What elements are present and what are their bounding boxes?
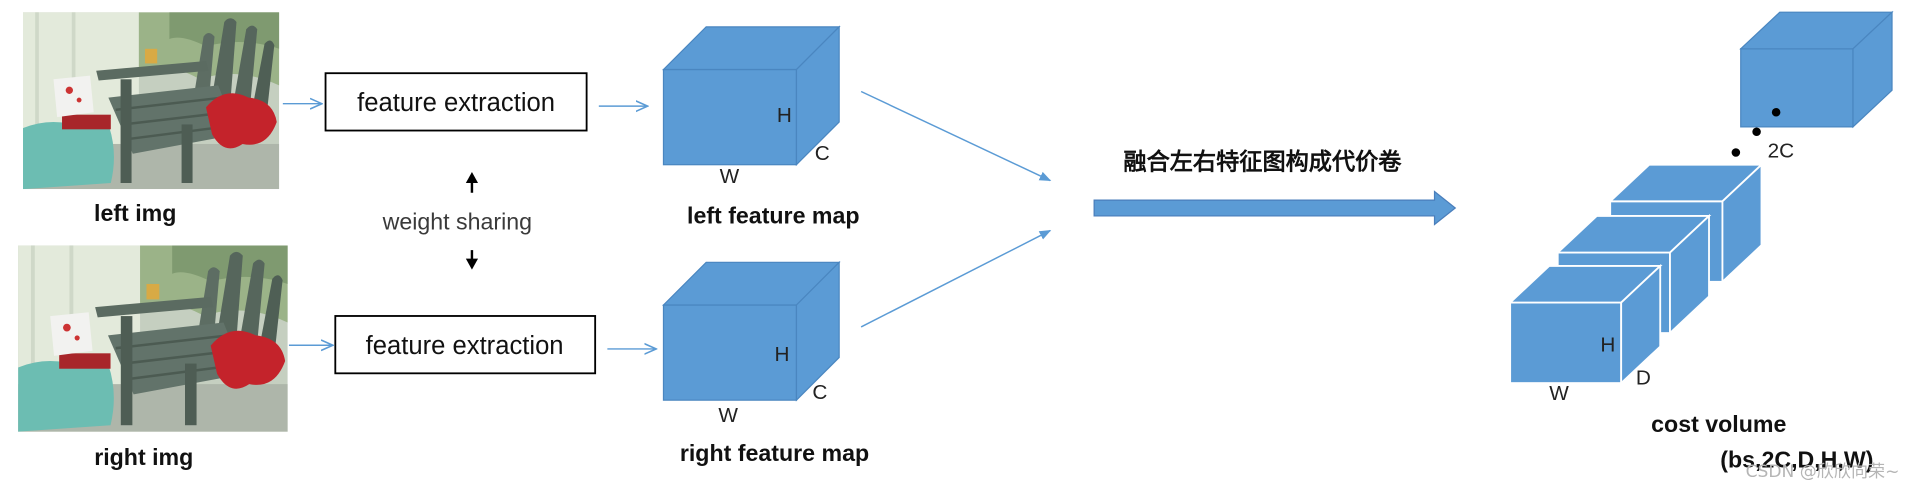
right-image-label: right img bbox=[94, 444, 193, 470]
right-feature-channels-label: C bbox=[812, 381, 827, 404]
weight-sharing-label: weight sharing bbox=[382, 208, 532, 234]
arrow-left-map-to-fusion bbox=[860, 90, 1052, 182]
feature-extraction-label-bottom: feature extraction bbox=[366, 332, 564, 360]
right-image bbox=[18, 244, 288, 433]
left-image bbox=[22, 12, 280, 190]
cost-volume-channel-label: 2C bbox=[1768, 139, 1795, 162]
left-feature-map-caption: left feature map bbox=[687, 202, 860, 228]
cost-volume-depth-label: D bbox=[1636, 366, 1651, 389]
watermark: CSDN @欣欣向荣~ bbox=[1746, 462, 1900, 482]
weight-sharing-up-arrow-icon bbox=[465, 172, 479, 193]
fusion-arrow bbox=[1093, 190, 1457, 226]
arrow-right-map-to-fusion bbox=[860, 229, 1052, 328]
left-feature-height-label: H bbox=[777, 104, 792, 127]
feature-extraction-label-top: feature extraction bbox=[357, 89, 555, 117]
weight-sharing-down-arrow-icon bbox=[465, 250, 479, 270]
ellipsis-dots-icon bbox=[1731, 107, 1781, 157]
feature-extraction-box-bottom: feature extraction bbox=[334, 315, 597, 375]
left-feature-map-cube bbox=[662, 25, 841, 167]
left-image-label: left img bbox=[94, 200, 176, 226]
cost-volume-block-front bbox=[1507, 263, 1663, 386]
right-feature-width-label: W bbox=[718, 404, 738, 427]
right-feature-map-cube bbox=[662, 260, 841, 402]
cost-volume-width-label: W bbox=[1549, 382, 1569, 405]
feature-extraction-box-top: feature extraction bbox=[324, 72, 588, 132]
fusion-step-label: 融合左右特征图构成代价卷 bbox=[1123, 149, 1402, 176]
cost-volume-height-label: H bbox=[1600, 333, 1615, 356]
cost-volume-shape: (bs,2C,D,H,W) bbox=[1720, 446, 1873, 472]
left-feature-channels-label: C bbox=[815, 142, 830, 165]
cost-volume-caption: cost volume bbox=[1651, 411, 1786, 437]
right-feature-height-label: H bbox=[775, 343, 790, 366]
right-feature-map-caption: right feature map bbox=[680, 440, 869, 466]
left-feature-width-label: W bbox=[720, 165, 740, 188]
cost-volume-top-block bbox=[1739, 10, 1894, 129]
